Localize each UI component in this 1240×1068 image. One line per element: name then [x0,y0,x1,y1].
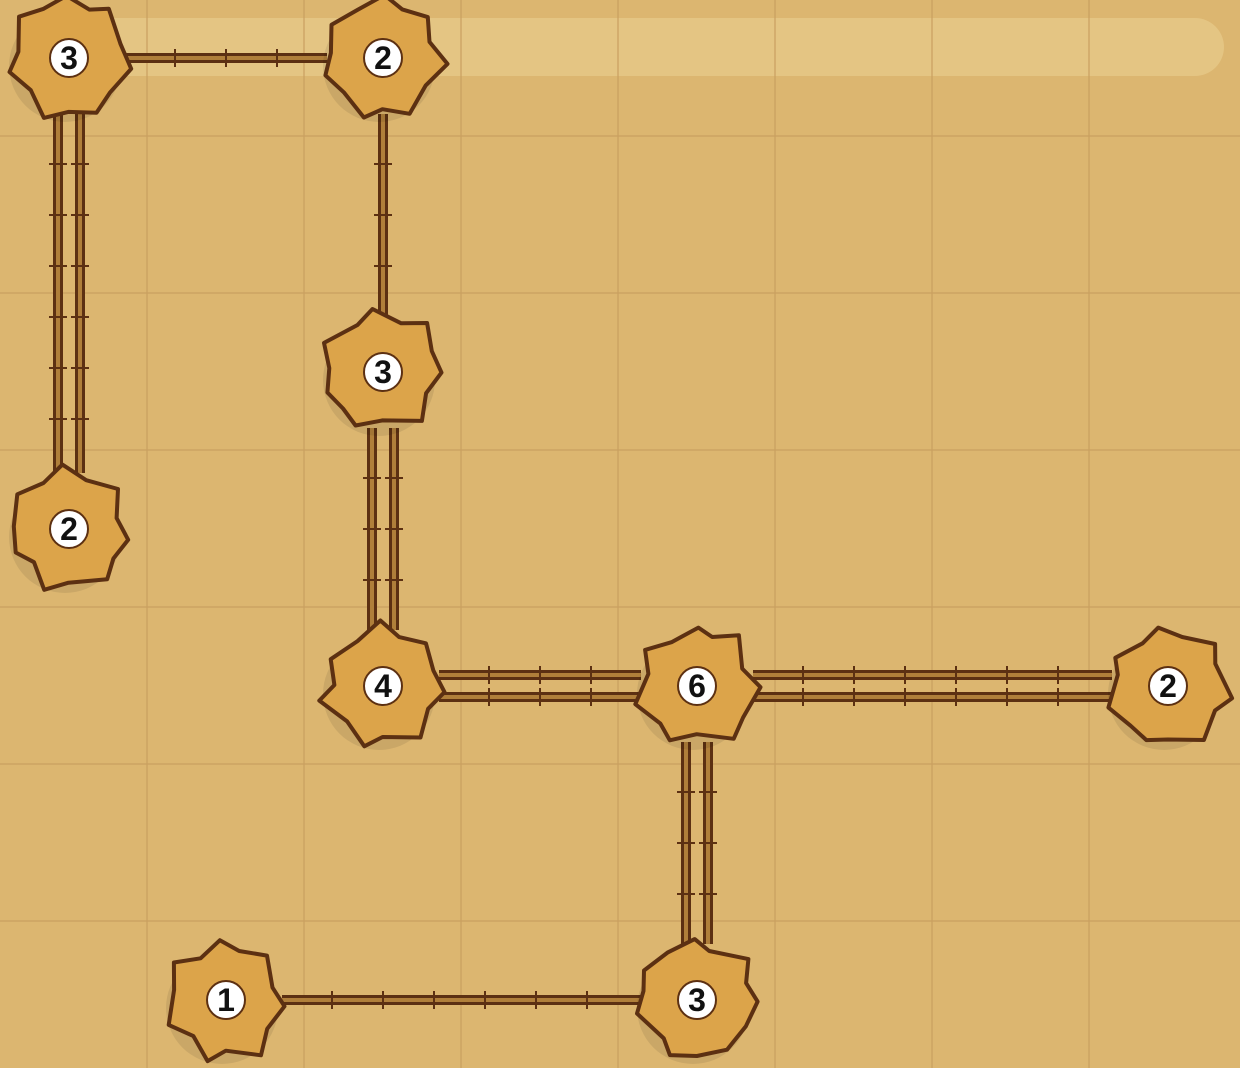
island-number: 2 [1159,668,1177,704]
island-number: 3 [374,354,392,390]
island-number: 2 [374,40,392,76]
island-number: 3 [60,40,78,76]
top-bar [60,18,1224,76]
island-number: 2 [60,511,78,547]
island-number: 3 [688,982,706,1018]
island-number: 4 [374,668,392,704]
island-number: 1 [217,982,235,1018]
island-number: 6 [688,668,706,704]
